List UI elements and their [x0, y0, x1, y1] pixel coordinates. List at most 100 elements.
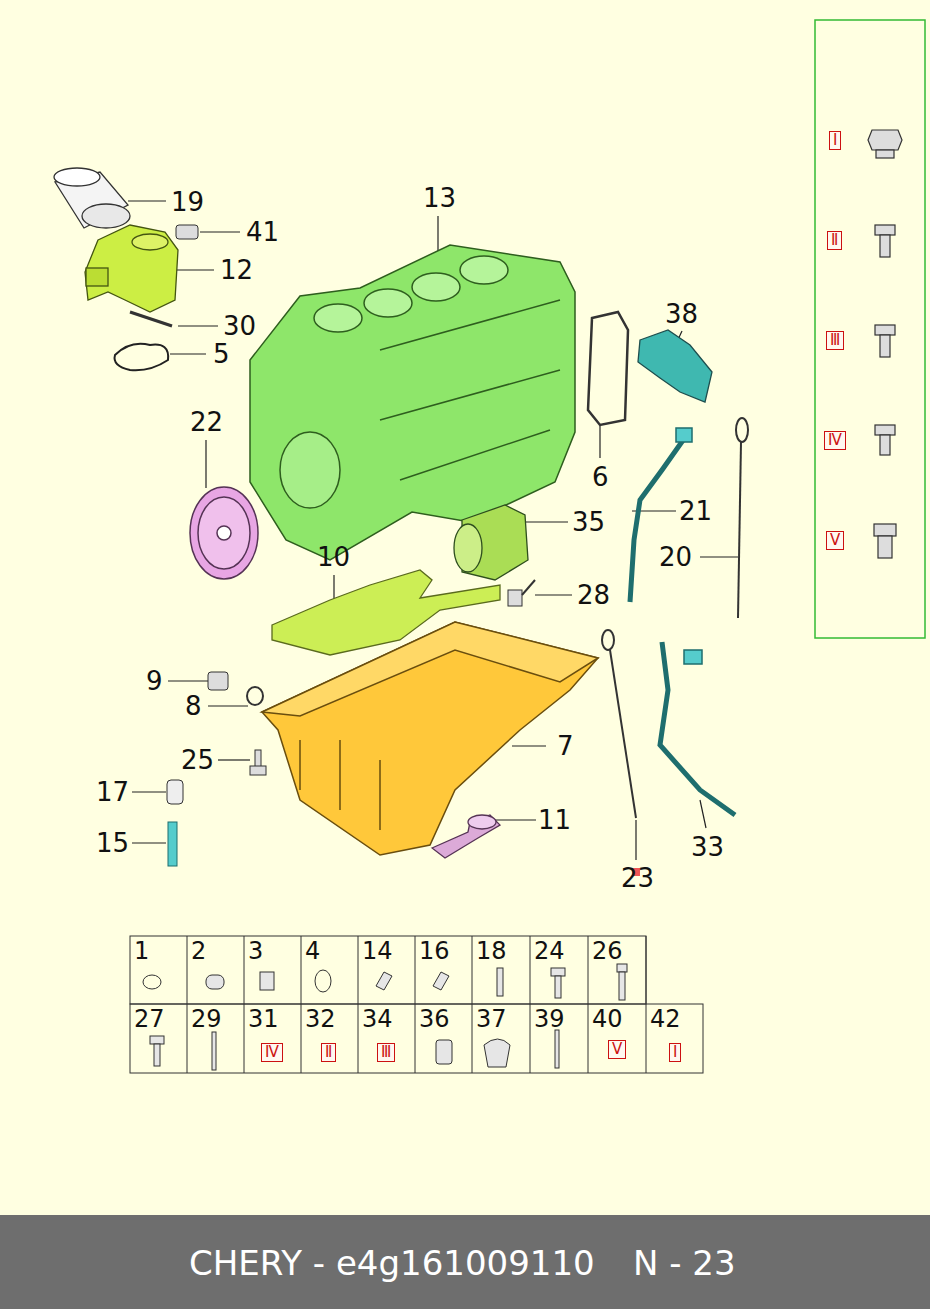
cylinder-block: [380, 300, 560, 480]
table-cell-number: 26: [592, 939, 623, 963]
table-icons: [433, 972, 449, 990]
leader-lines: [512, 745, 546, 746]
filter-housing: [132, 234, 168, 250]
sensor: [508, 580, 535, 606]
roman-numeral: Ⅳ: [828, 431, 842, 449]
leader-lines: [132, 791, 166, 792]
leader-lines: [205, 440, 206, 488]
roman-numeral-tag: Ⅰ: [829, 131, 841, 150]
dipstick: [736, 418, 748, 442]
callout-number: 7: [557, 733, 574, 759]
fastener-panel: [878, 536, 892, 558]
callout-number: 6: [592, 464, 609, 490]
oil-filter: [82, 204, 130, 228]
table-cell-number: 27: [134, 1007, 165, 1031]
leader-lines: [172, 269, 214, 270]
oil-pan: [262, 622, 598, 855]
leader-lines: [178, 325, 218, 326]
table-cell-number: 18: [476, 939, 507, 963]
table-cell-number: 39: [534, 1007, 565, 1031]
roman-numeral-tag: Ⅴ: [608, 1040, 626, 1059]
callout-number: 12: [220, 257, 253, 283]
callout-number: 10: [317, 544, 350, 570]
drain-plug: [247, 687, 263, 705]
cylinder-block: [314, 304, 362, 332]
parts-table: [130, 936, 703, 1073]
parts-table: [530, 936, 531, 1073]
leader-lines: [333, 575, 334, 600]
drain-plug: [208, 672, 263, 705]
table-cell-number: 34: [362, 1007, 393, 1031]
drain-plug: [208, 672, 228, 690]
dipstick: [602, 630, 614, 650]
sensor: [522, 580, 535, 595]
table-icons: [484, 1039, 510, 1067]
fastener-panel: [874, 524, 896, 536]
oil-filter: [54, 168, 130, 228]
roman-numeral-tag: Ⅳ: [261, 1043, 283, 1062]
table-icons: [497, 968, 503, 996]
oil-pump: [638, 330, 712, 402]
gasket: [115, 344, 169, 371]
callout-number: 13: [423, 185, 456, 211]
fastener-panel: [875, 325, 895, 335]
callout-number: 5: [213, 341, 230, 367]
callout-number: 19: [171, 189, 204, 215]
cylinder-block: [250, 245, 575, 560]
fastener-panel: [875, 225, 895, 235]
filter-housing: [85, 225, 178, 312]
dipstick: [610, 650, 636, 818]
roman-numeral-tag: Ⅲ: [826, 331, 844, 350]
oil-pan: [300, 740, 380, 830]
roman-numeral: Ⅴ: [830, 531, 840, 549]
parts-table: [244, 936, 245, 1073]
dipstick-tube: [660, 642, 735, 815]
leader-lines: [168, 680, 208, 681]
gasket: [115, 344, 169, 371]
table-icons: [154, 1044, 160, 1066]
leader-lines: [128, 200, 166, 201]
parts-table: [588, 936, 589, 1073]
ac-compressor: [454, 505, 528, 580]
parts-table: [646, 936, 647, 1073]
table-cell-number: 32: [305, 1007, 336, 1031]
oil-pan: [262, 622, 598, 716]
filter-housing: [86, 268, 108, 286]
table-cell-number: 24: [534, 939, 565, 963]
table-cell-number: 3: [248, 939, 263, 963]
callout-number: 25: [181, 747, 214, 773]
table-icons: [150, 1036, 164, 1044]
leader-lines: [535, 594, 572, 595]
table-cell-number: 14: [362, 939, 393, 963]
plug: [176, 225, 198, 239]
table-cell-number: 1: [134, 939, 149, 963]
roman-numeral: Ⅴ: [612, 1040, 622, 1058]
callout-number: 30: [223, 313, 256, 339]
leader-lines: [635, 820, 636, 860]
fastener-panel: [880, 435, 890, 455]
roman-numeral-tag: Ⅱ: [321, 1043, 336, 1062]
oil-pan: [262, 622, 598, 855]
callout-number: 22: [190, 409, 223, 435]
table-cell-number: 16: [419, 939, 450, 963]
parts-table: [187, 936, 188, 1073]
callout-number: 33: [691, 834, 724, 860]
table-icons: [206, 975, 224, 989]
roman-numeral: Ⅲ: [830, 331, 840, 349]
fastener-panel: [880, 235, 890, 257]
leader-lines: [599, 426, 600, 458]
table-icons: [555, 976, 561, 998]
table-cell-number: 31: [248, 1007, 279, 1031]
cylinder-block: [364, 289, 412, 317]
table-icons: [315, 970, 331, 992]
callout-number: 9: [146, 668, 163, 694]
leader-lines: [437, 216, 438, 252]
parts-table: [472, 936, 473, 1073]
dipstick: [602, 630, 640, 876]
fastener-panel: [880, 335, 890, 357]
oil-pickup: [432, 815, 500, 858]
callout-number: 8: [185, 693, 202, 719]
oil-pump: [638, 330, 712, 402]
leader-lines: [132, 842, 166, 843]
